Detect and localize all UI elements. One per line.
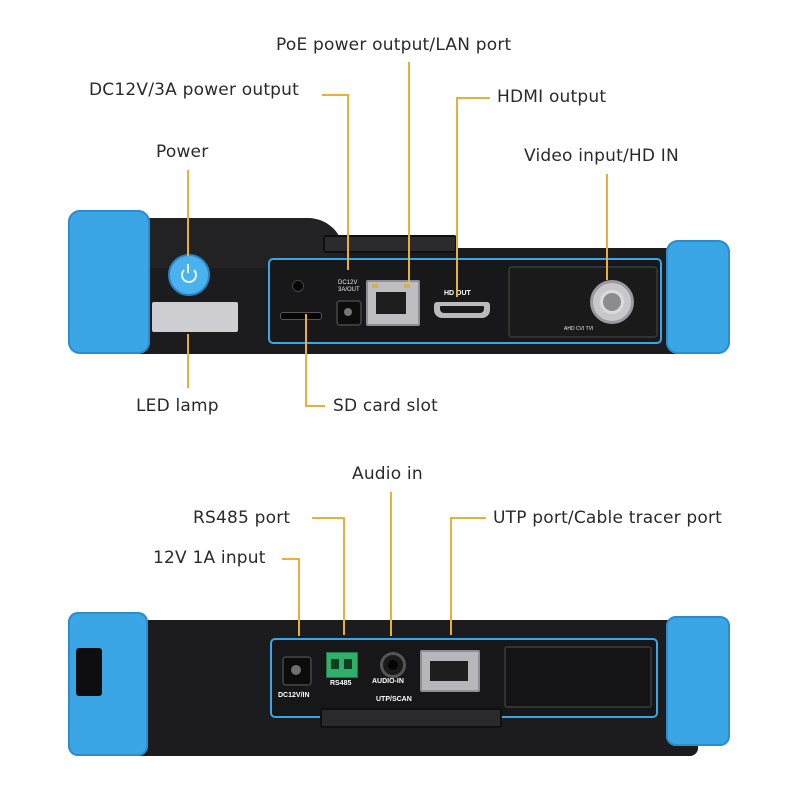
audio-in-label: Audio in: [352, 464, 423, 484]
rs485-lead-h: [312, 517, 344, 519]
strap-slot: [76, 648, 102, 696]
left-bumper: [68, 210, 150, 354]
bottom-right-bumper: [666, 616, 730, 746]
dc12v-in-lead-h: [282, 558, 299, 560]
poe-lead: [408, 62, 410, 282]
utp-label: UTP port/Cable tracer port: [493, 508, 723, 528]
dc-out-marking: DC12V 3A/OUT: [338, 280, 360, 293]
sd-card-label: SD card slot: [333, 396, 438, 416]
sd-card-slot: [280, 312, 322, 320]
top-device: DC12V 3A/OUT HD OUT AHD CVI TVI: [68, 210, 730, 358]
rs485-label: RS485 port: [193, 508, 291, 528]
led-lead: [187, 334, 189, 388]
dc12v-lead-v: [347, 94, 349, 270]
rs485-marking: RS485: [330, 680, 352, 687]
led-lamp: [152, 302, 238, 332]
utp-marking: UTP/SCAN: [376, 696, 412, 703]
dc12v-in-label: 12V 1A input: [153, 548, 266, 568]
bnc-video-connector: [590, 280, 634, 324]
hdmi-lead-v: [456, 97, 458, 297]
dc12v-lead-h: [322, 94, 348, 96]
audio-jack: [380, 652, 406, 678]
mic-hole: [292, 280, 304, 292]
right-bumper: [666, 240, 730, 354]
power-button[interactable]: [168, 254, 210, 296]
rs485-lead-v: [343, 517, 345, 635]
hdmi-port: [434, 302, 490, 318]
top-device-handle: [323, 235, 457, 253]
power-lead: [187, 170, 189, 256]
audio-marking: AUDIO-IN: [372, 678, 404, 685]
sd-lead-h: [305, 405, 325, 407]
power-label: Power: [156, 142, 209, 162]
dc-in-marking: DC12V/IN: [278, 692, 310, 699]
utp-lead-v: [450, 517, 452, 635]
audio-lead: [390, 492, 392, 636]
video-in-label: Video input/HD IN: [524, 146, 679, 166]
video-lead: [606, 174, 608, 280]
video-marking: AHD CVI TVI: [564, 326, 594, 332]
dc-out-jack: [336, 300, 362, 326]
utp-lead-h: [450, 517, 486, 519]
poe-lan-label: PoE power output/LAN port: [276, 35, 512, 55]
rs485-port: [326, 652, 358, 678]
dc12v-out-label: DC12V/3A power output: [89, 80, 300, 100]
dc12v-in-lead-v: [298, 558, 300, 636]
bottom-device: DC12V/IN RS485 AUDIO-IN UTP/SCAN: [68, 612, 730, 760]
led-lamp-label: LED lamp: [136, 396, 219, 416]
lan-port: [366, 280, 420, 326]
utp-port: [420, 650, 480, 692]
sd-lead-v: [305, 314, 307, 406]
bottom-blank-panel: [504, 646, 652, 708]
bottom-handle: [320, 708, 502, 728]
hdmi-label: HDMI output: [497, 87, 607, 107]
dc-in-jack: [282, 656, 312, 686]
power-icon: [181, 267, 197, 283]
hdmi-lead-h: [456, 97, 490, 99]
